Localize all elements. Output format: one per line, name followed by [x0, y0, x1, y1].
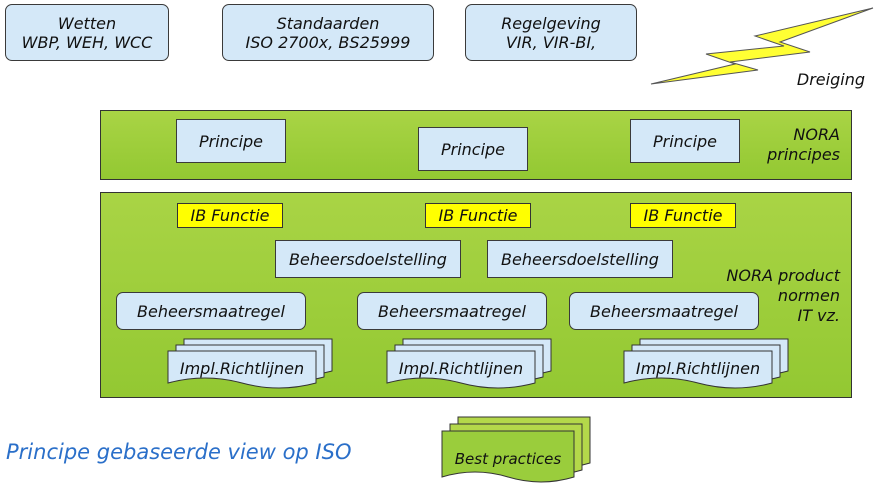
control-measure-box: Beheersmaatregel [357, 292, 547, 330]
guideline-label: Impl.Richtlijnen [635, 359, 761, 378]
principle-box: Principe [176, 119, 286, 163]
source-box-regelgeving: Regelgeving VIR, VIR-BI, [465, 4, 637, 61]
source-title: Regelgeving [501, 13, 601, 33]
best-practices-label: Best practices [454, 450, 562, 468]
source-detail: WBP, WEH, WCC [21, 32, 153, 52]
threat-label: Dreiging [796, 70, 865, 89]
source-box-standaarden: Standaarden ISO 2700x, BS25999 [222, 4, 434, 61]
control-objective-box: Beheersdoelstelling [487, 240, 673, 278]
source-title: Standaarden [276, 13, 380, 33]
product-label-line1: NORA product [726, 266, 840, 285]
document-stack-icon [386, 338, 552, 389]
product-label-line3: IT vz. [797, 306, 840, 325]
principles-band-label: NORA principes [730, 125, 840, 165]
ib-function-box: IB Functie [177, 203, 283, 228]
document-stack-icon [167, 338, 333, 389]
best-practices-document-icon [441, 416, 591, 483]
document-stack-icon [623, 338, 789, 389]
product-band-label: NORA product normen IT vz. [690, 266, 840, 326]
guideline-label: Impl.Richtlijnen [179, 359, 305, 378]
source-title: Wetten [57, 13, 117, 33]
control-measure-box: Beheersmaatregel [116, 292, 306, 330]
product-label-line2: normen [777, 286, 840, 305]
principle-box: Principe [630, 119, 740, 163]
source-box-wetten: Wetten WBP, WEH, WCC [5, 4, 169, 61]
ib-function-box: IB Functie [630, 203, 736, 228]
source-detail: ISO 2700x, BS25999 [245, 32, 411, 52]
principles-label-line1: NORA [793, 125, 840, 144]
guideline-label: Impl.Richtlijnen [398, 359, 524, 378]
ib-function-box: IB Functie [425, 203, 531, 228]
principles-label-line2: principes [767, 145, 840, 164]
control-measure-box: Beheersmaatregel [569, 292, 759, 330]
source-detail: VIR, VIR-BI, [505, 32, 597, 52]
control-objective-box: Beheersdoelstelling [275, 240, 461, 278]
principle-box: Principe [418, 127, 528, 171]
view-title: Principe gebaseerde view op ISO [6, 440, 352, 464]
